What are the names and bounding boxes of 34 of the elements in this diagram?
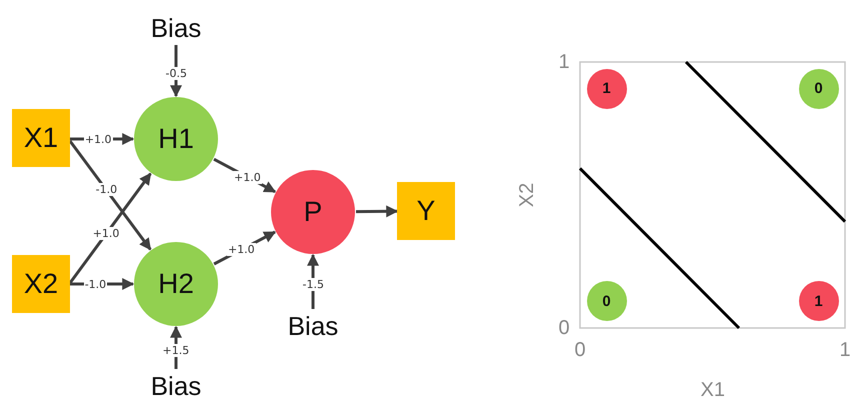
neuron-circle: H2 [134,242,218,326]
arrow [356,205,398,218]
data-point: 1 [798,281,838,322]
edge-label: -1.0 [84,278,108,290]
edge-label: -1.0 [94,183,118,196]
input-box: X1 [12,109,70,167]
tick-label: 1 [840,339,851,361]
arrow [70,278,134,290]
tick-label: 0 [558,317,570,339]
edge-label: -0.5 [164,66,188,80]
arrow [170,45,182,98]
axis-title: X2 [516,182,538,208]
data-point: 0 [798,68,838,109]
tick-label: 1 [558,51,570,73]
bias-label: Bias [141,11,211,45]
arrow [307,254,319,309]
bias-label: Bias [278,309,348,343]
edge-label: +1.0 [226,243,256,256]
arrow [68,140,152,250]
arrow [68,172,152,284]
edge-label: +1.0 [92,227,120,240]
output-box: Y [397,182,455,240]
bias-label: Bias [141,369,211,403]
neuron-circle: H1 [134,97,218,181]
edge-label: +1.0 [233,170,262,184]
data-point: 0 [586,281,626,322]
data-point: 1 [586,68,626,109]
tick-label: 0 [574,339,586,361]
edge-label: -1.5 [302,278,325,292]
axis-title: X1 [700,379,725,401]
edge-label: +1.5 [162,344,190,357]
input-box: X2 [12,255,70,313]
neuron-circle: P [271,170,355,254]
edge-label: +1.0 [84,132,113,146]
